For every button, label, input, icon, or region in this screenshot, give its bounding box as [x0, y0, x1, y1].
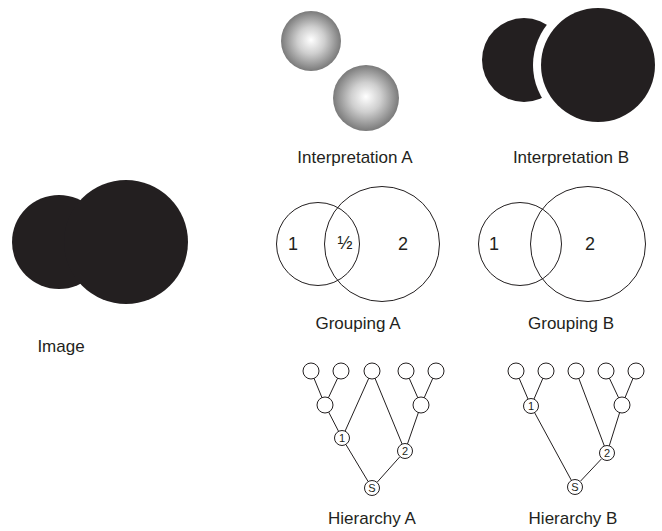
tree-root: S: [364, 480, 380, 496]
tree-node: [333, 363, 349, 379]
tree-node: [508, 363, 524, 379]
tree-line: [576, 371, 607, 453]
tree-root: S: [567, 479, 583, 495]
group-circle: 1: [478, 202, 562, 286]
tree-edge: [346, 445, 368, 481]
tree-node: 1: [334, 430, 350, 446]
node-label: 2: [398, 235, 408, 253]
tree-node: [538, 363, 554, 379]
tree-node: [398, 363, 414, 379]
sphere: [281, 11, 341, 71]
node-circle: [531, 187, 646, 302]
tree-node: [317, 397, 333, 413]
node-label: 1: [339, 433, 345, 444]
tree-node: [598, 363, 614, 379]
tree-node: 1: [523, 398, 539, 414]
node-circle: [325, 187, 440, 302]
panel-caption: Interpretation A: [297, 149, 412, 168]
node-label: 2: [604, 448, 610, 459]
tree-edge: [377, 457, 399, 482]
node-label: S: [571, 482, 578, 493]
tree-line: [342, 371, 372, 438]
node-circle: [277, 203, 360, 286]
tree-node: 2: [599, 445, 615, 461]
node-label: S: [368, 483, 375, 494]
panel-caption: Hierarchy A: [328, 510, 416, 529]
tree-edge: [535, 413, 571, 480]
tree-node: [303, 363, 319, 379]
panel-caption: Interpretation B: [513, 149, 629, 168]
node-label: 1: [489, 235, 499, 253]
node-circle: [365, 481, 380, 496]
tree-edge: [580, 459, 601, 481]
tree-line: [372, 371, 405, 451]
overlap-number: ½: [337, 234, 352, 254]
image-disc: [64, 180, 188, 304]
node-circle: [479, 203, 562, 286]
node-circle: [600, 446, 615, 461]
panel-caption: Grouping B: [528, 315, 614, 334]
tree-node: [614, 397, 630, 413]
node-label: 1: [528, 401, 534, 412]
sphere: [333, 65, 399, 131]
tree-node: [364, 363, 380, 379]
node-circle: [398, 444, 413, 459]
node-label: 2: [585, 235, 595, 253]
panel-caption: Hierarchy B: [529, 510, 618, 529]
group-circle: 2: [530, 186, 646, 302]
node-circle: [524, 399, 539, 414]
tree-node: 2: [397, 443, 413, 459]
tree-node: [628, 363, 644, 379]
node-circle: [568, 480, 583, 495]
node-label: 2: [402, 446, 408, 457]
node-label: 1: [288, 235, 298, 253]
tree-node: [568, 363, 584, 379]
panel-caption: Image: [37, 338, 84, 357]
tree-node: [413, 397, 429, 413]
node-circle: [335, 431, 350, 446]
tree-node: [428, 363, 444, 379]
disc: [541, 8, 655, 122]
panel-caption: Grouping A: [315, 315, 400, 334]
gap: [533, 0, 662, 130]
